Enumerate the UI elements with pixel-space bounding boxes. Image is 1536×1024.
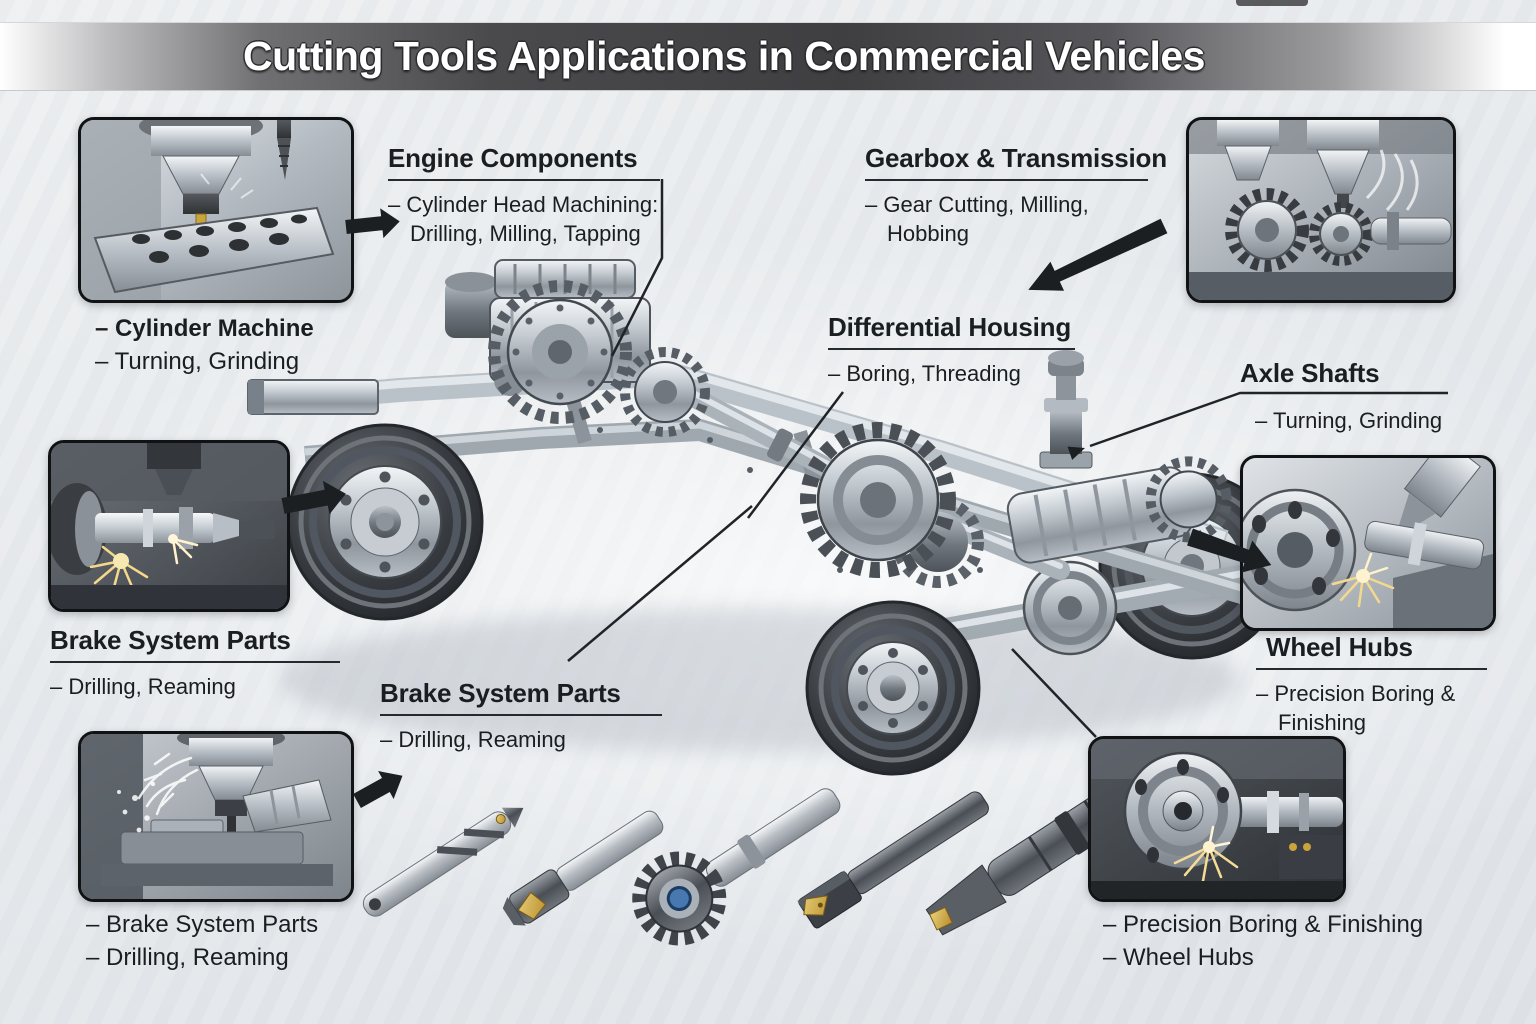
label-axle-shafts: Axle Shafts – Turning, Grinding	[1240, 358, 1442, 435]
page-title: Cutting Tools Applications in Commercial…	[243, 33, 1205, 79]
axle-shafts-bullet: – Turning, Grinding	[1255, 408, 1443, 433]
brake-bottom-caption2: – Drilling, Reaming	[86, 944, 289, 971]
label-wheel-hubs: Wheel Hubs – Precision Boring & Finishin…	[1256, 632, 1487, 737]
title-banner: Cutting Tools Applications in Commercial…	[0, 22, 1536, 91]
brake-center-heading: Brake System Parts	[380, 678, 621, 708]
tool-turning-holder	[797, 791, 989, 929]
heading-underline	[388, 179, 660, 181]
wheel-hub-machining-scene	[1243, 458, 1493, 628]
tool-twist-drill	[362, 807, 524, 917]
rear-transmission-unit	[1006, 456, 1232, 564]
inset-photo-shaft-turning	[48, 440, 290, 612]
differential-housing-part	[1022, 560, 1118, 656]
hub-bottom-caption1: – Precision Boring & Finishing	[1103, 911, 1424, 938]
tool-indexable-endmill	[502, 810, 664, 926]
inset-photo-brake-milling	[78, 731, 354, 902]
heading-underline	[865, 179, 1148, 181]
engine-gearbox-block	[445, 259, 710, 437]
gearbox-heading: Gearbox & Transmission	[865, 143, 1167, 173]
rear-left-wheel	[805, 600, 981, 776]
brake-bottom-caption1: – Brake System Parts	[86, 911, 319, 938]
label-engine-components: Engine Components – Cylinder Head Machin…	[388, 143, 660, 248]
label-differential-housing: Differential Housing – Boring, Threading	[828, 312, 1075, 388]
brake-center-bullet: – Drilling, Reaming	[380, 727, 566, 752]
gearbox-bullet: – Gear Cutting, Milling, Hobbing	[865, 192, 1089, 246]
wheel-hubs-bullet: – Precision Boring & Finishing	[1256, 681, 1456, 735]
heading-underline	[1256, 668, 1487, 670]
label-brake-system-bottom: – Brake System Parts – Drilling, Reaming	[86, 908, 318, 974]
gear-hobbing-scene	[1189, 120, 1453, 300]
label-gearbox-transmission: Gearbox & Transmission – Gear Cutting, M…	[865, 143, 1167, 248]
front-left-wheel	[286, 423, 484, 621]
brake-milling-scene	[81, 734, 351, 899]
label-wheel-hubs-bottom: – Precision Boring & Finishing – Wheel H…	[1103, 908, 1423, 974]
cutting-tools-row	[362, 783, 1137, 946]
differential-heading: Differential Housing	[828, 312, 1072, 342]
engine-components-bullet: – Cylinder Head Machining: Drilling, Mil…	[388, 192, 659, 246]
inset-photo-hub-lathe	[1088, 736, 1346, 902]
heading-underline	[828, 348, 1075, 350]
hub-bottom-caption2: – Wheel Hubs	[1103, 944, 1254, 971]
cylinder-machine-caption: – Cylinder Machine	[95, 315, 314, 342]
differential-bullet: – Boring, Threading	[828, 361, 1021, 386]
engine-components-heading: Engine Components	[388, 143, 638, 173]
inset-photo-cylinder-head-milling	[78, 117, 354, 303]
brake-left-bullet: – Drilling, Reaming	[50, 674, 236, 699]
heading-underline	[50, 661, 340, 663]
wheel-hubs-heading: Wheel Hubs	[1266, 632, 1413, 662]
shaft-turning-scene	[51, 443, 287, 609]
inset-photo-wheel-hub-machining	[1240, 455, 1496, 631]
inset-photo-gear-hobbing	[1186, 117, 1456, 303]
axle-shafts-heading: Axle Shafts	[1240, 358, 1380, 388]
cylinder-machine-processes: – Turning, Grinding	[95, 348, 300, 375]
ground-shadow	[280, 608, 1240, 752]
cylinder-head-milling-scene	[81, 120, 351, 300]
heading-underline	[380, 714, 662, 716]
label-brake-system-left: Brake System Parts – Drilling, Reaming	[50, 625, 340, 701]
brake-left-heading: Brake System Parts	[50, 625, 291, 655]
label-cylinder-machine: – Cylinder Machine – Turning, Grinding	[95, 312, 314, 378]
top-edge-artifact	[1236, 0, 1308, 6]
label-brake-system-center: Brake System Parts – Drilling, Reaming	[380, 678, 662, 754]
tool-gear-cutter	[632, 788, 841, 946]
hub-lathe-scene	[1091, 739, 1343, 899]
